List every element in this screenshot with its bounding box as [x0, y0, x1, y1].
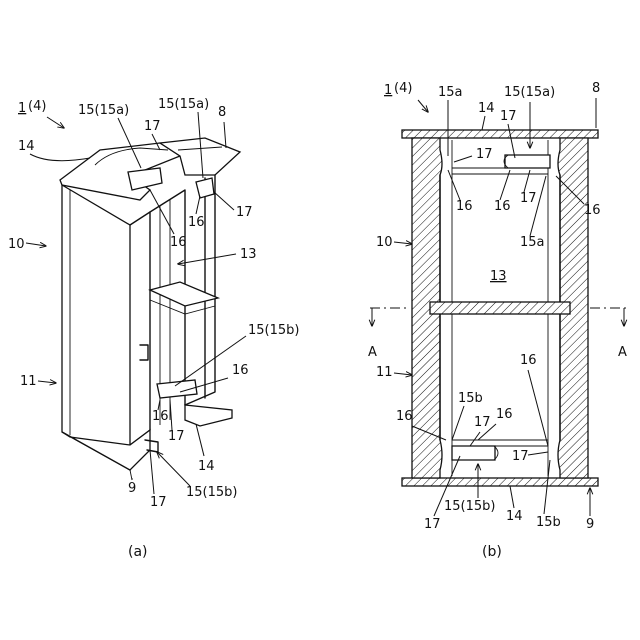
label-15b-bot-b: 15b [536, 515, 561, 530]
label-16-b-a: 16 [170, 235, 187, 250]
inner-channel [130, 212, 150, 445]
label-13-b: 13 [490, 269, 507, 284]
label-15a-right-a: 15(15a) [158, 97, 209, 112]
label-14-b-a: 14 [198, 459, 215, 474]
tab-15a-left [128, 168, 162, 190]
ref-4-b: (4) [394, 81, 412, 96]
ref-4-a: (4) [28, 99, 46, 114]
label-16-f-b: 16 [496, 407, 513, 422]
label-17-top-a: 17 [144, 119, 161, 134]
figure-b [370, 130, 628, 486]
bottom-ledge [185, 405, 232, 426]
label-13-a: 13 [240, 247, 257, 262]
label-17-c-b: 17 [520, 191, 537, 206]
label-17-f-b: 17 [424, 517, 441, 532]
top-flange-b [402, 130, 598, 138]
figure-a [60, 138, 240, 480]
label-A-right-b: A [618, 345, 627, 360]
label-10-a: 10 [8, 237, 25, 252]
label-9-b: 9 [586, 517, 594, 532]
label-16-d-b: 16 [520, 353, 537, 368]
label-17-d-b: 17 [474, 415, 491, 430]
label-17-b-b: 17 [476, 147, 493, 162]
label-16-d-a: 16 [152, 409, 169, 424]
ref-1-a: 1 [18, 101, 26, 116]
panel-front-left [62, 185, 130, 470]
label-17-b-a: 17 [236, 205, 253, 220]
label-16-c-b: 16 [584, 203, 601, 218]
label-10-b: 10 [376, 235, 393, 250]
label-16-a-b: 16 [456, 199, 473, 214]
label-8-a: 8 [218, 105, 226, 120]
label-15-15a-b: 15(15a) [504, 85, 555, 100]
label-16-c-a: 16 [232, 363, 249, 378]
label-17-e-b: 17 [512, 449, 529, 464]
tab-15a-top-b [505, 155, 550, 168]
label-14-bot-b: 14 [506, 509, 523, 524]
tab-15b-bottom-b [452, 446, 495, 460]
label-16-a-a: 16 [188, 215, 205, 230]
label-9-a: 9 [128, 481, 136, 496]
label-11-a: 11 [20, 374, 37, 389]
label-17-c-a: 17 [168, 429, 185, 444]
caption-b: (b) [482, 544, 502, 560]
label-17-d-a: 17 [150, 495, 167, 510]
label-11-b: 11 [376, 365, 393, 380]
label-A-left-b: A [368, 345, 377, 360]
label-15b-a: 15(15b) [248, 323, 299, 338]
label-14-a: 14 [18, 139, 35, 154]
label-15a-mid-b: 15a [520, 235, 545, 250]
label-15b-b: 15b [458, 391, 483, 406]
label-15-15b-b: 15(15b) [444, 499, 495, 514]
tab-15a-right [196, 178, 214, 198]
label-16-e-b: 16 [396, 409, 413, 424]
label-15a-left-a: 15(15a) [78, 103, 129, 118]
bottom-flange-b [402, 478, 598, 486]
label-15a-top-b: 15a [438, 85, 463, 100]
middle-divider-b [430, 302, 570, 314]
caption-a: (a) [128, 544, 148, 560]
label-15b-b-a: 15(15b) [186, 485, 237, 500]
label-17-a-b: 17 [500, 109, 517, 124]
label-14-top-b: 14 [478, 101, 495, 116]
label-16-b-b: 16 [494, 199, 511, 214]
ref-1-b: 1 [384, 83, 392, 98]
label-8-b: 8 [592, 81, 600, 96]
